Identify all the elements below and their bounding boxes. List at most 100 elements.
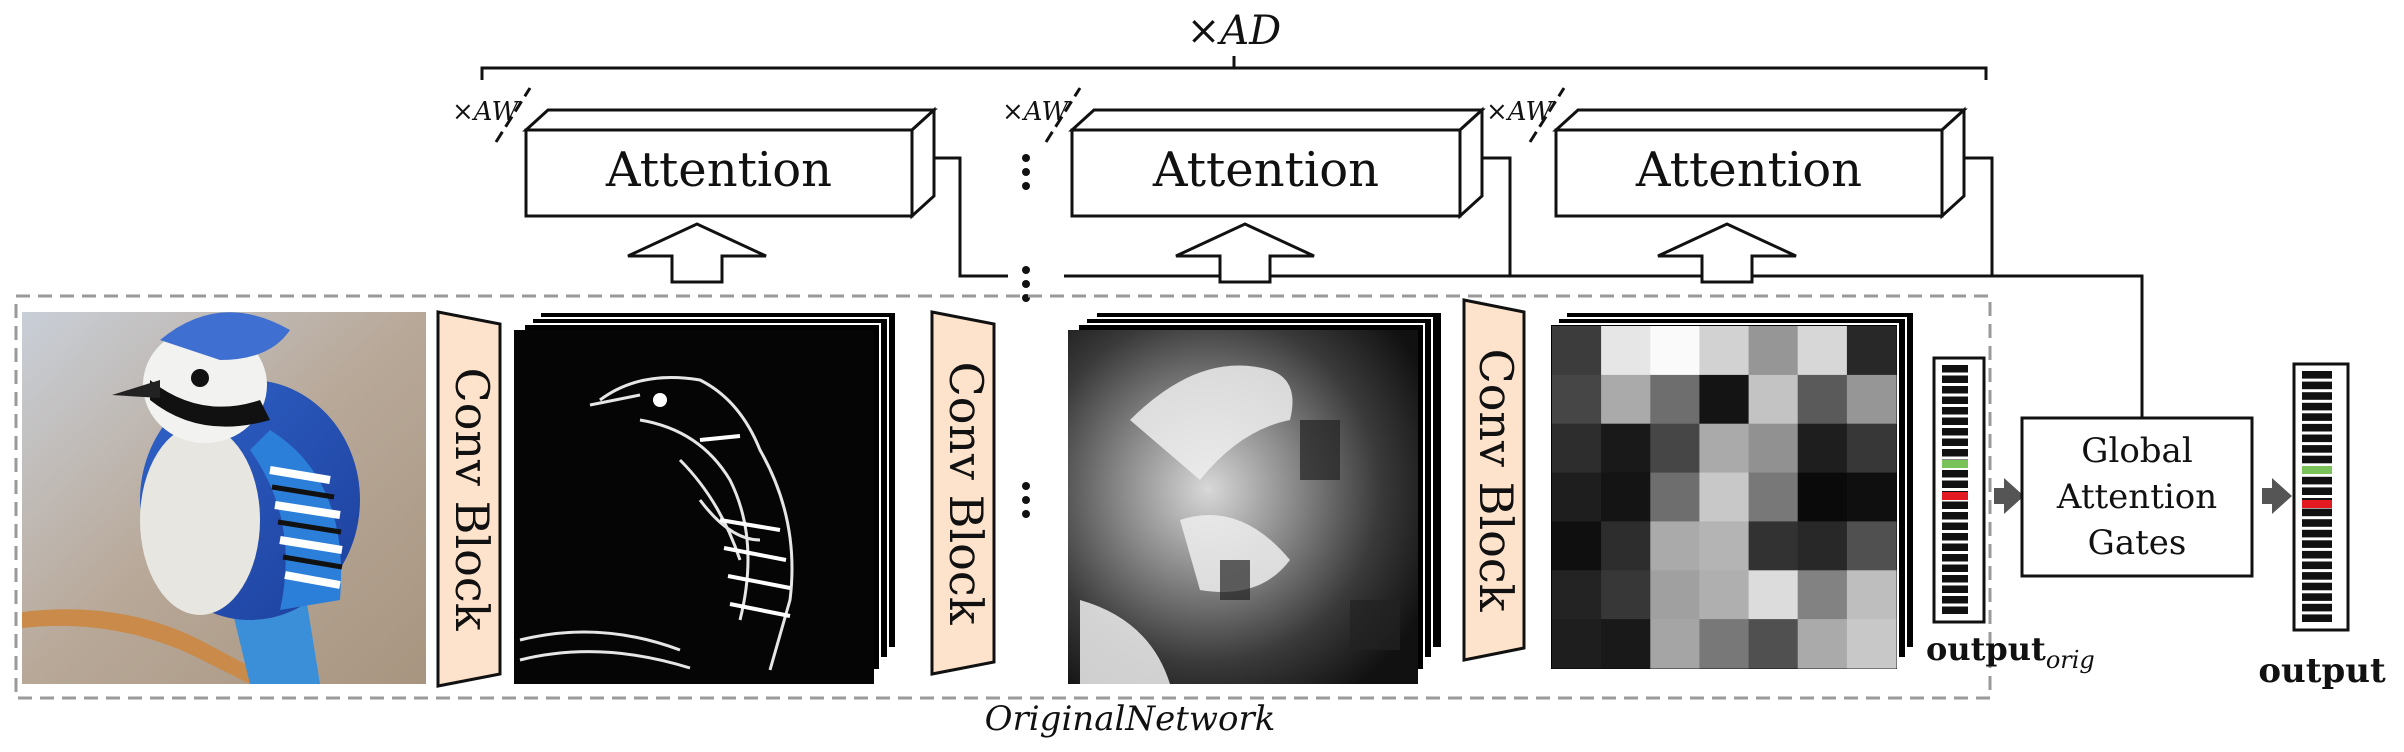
output-slot [2302,445,2332,453]
ellipsis-connector [1022,266,1030,302]
output-slot [1942,543,1968,551]
original-network-label: OriginalNetwork [985,699,1276,739]
output-slot [1942,375,1968,383]
output-slot [1942,365,1968,373]
heatmap-cell [1797,570,1848,620]
conv-block-3: Conv Block [1462,298,1526,662]
heatmap-cell [1846,326,1897,376]
heatmap-cell [1601,326,1651,376]
depth-brace [480,56,1988,80]
attention-block-3: Attention [1552,106,1968,220]
output-slot [2302,540,2332,548]
output-vector [2292,362,2350,632]
heatmap-cell [1650,521,1700,571]
output-slot [1942,417,1968,425]
global-attention-gates: Global Attention Gates [2020,416,2254,578]
heatmap-cell [1552,423,1602,474]
conv-block-label: Conv Block [1469,349,1523,613]
repeat-width-marker-2: ×AW [1002,87,1082,143]
heatmap-cell [1601,521,1651,571]
output-slot [1942,533,1968,541]
output-slot [1942,386,1968,394]
output-slot [2302,593,2332,601]
output-slot [2302,413,2332,421]
output-slot [2302,476,2332,485]
conv-block-1: Conv Block [436,310,502,688]
feature-map-stack-3 [1549,311,1915,671]
output-slot [1942,575,1968,583]
attention-connectors [934,156,2144,418]
heatmap-cell [1797,374,1848,425]
heatmap-cell [1601,570,1651,620]
heatmap-cell [1797,423,1848,474]
heatmap-cell [1552,326,1602,376]
conv-block-label: Conv Block [445,368,499,632]
grey-arrow-2 [2262,478,2292,514]
output-label: output [2258,651,2386,691]
heatmap-cell [1748,619,1799,669]
heatmap-cell [1650,619,1700,669]
output-orig-label: outputorig [1926,630,2095,674]
output-slot [1942,585,1968,593]
attention-block-2: Attention [1068,106,1486,220]
output-orig-vector [1932,356,1986,624]
output-slot [2302,508,2332,517]
heatmap-cell [1650,570,1700,620]
conv-block-label: Conv Block [939,362,993,626]
heatmap-cell [1797,619,1848,669]
heatmap-cell [1748,472,1799,523]
heatmap-cell [1552,472,1602,523]
global-gates-line-2: Attention [2056,477,2217,517]
output-slot [2302,455,2332,464]
output-slot [2302,402,2332,411]
repeat-width-marker-1: ×AW [452,87,532,143]
output-slot [1942,512,1968,520]
global-gates-line-1: Global [2081,431,2192,471]
heatmap-grid [1552,326,1897,669]
output-slot [1942,501,1968,509]
output-slot [2302,582,2332,591]
output-slot [1942,438,1968,446]
heatmap-cell [1601,472,1651,523]
heatmap-cell [1601,374,1651,425]
output-slot [1942,606,1968,614]
heatmap-cell [1699,423,1750,474]
output-green-bar [2302,466,2332,474]
feature-map-stack-1 [514,311,897,684]
output-red-bar [2302,500,2332,508]
heatmap-cell [1846,521,1897,571]
heatmap-cell [1552,619,1602,669]
conv-block-2: Conv Block [930,310,996,676]
attention-label: Attention [1635,142,1862,198]
output-slot [2302,434,2332,443]
heatmap-cell [1650,423,1700,474]
heatmap-cell [1846,472,1897,523]
repeat-width-marker-3: ×AW [1486,87,1566,143]
heatmap-cell [1552,570,1602,620]
output-orig-red-bar [1942,492,1968,500]
output-slot [1942,554,1968,562]
output-slot [2302,550,2332,559]
heatmap-cell [1748,521,1799,571]
output-slot [2302,392,2332,400]
heatmap-cell [1650,472,1700,523]
attention-block-1: Attention [522,106,938,220]
heatmap-cell [1699,326,1750,376]
input-image [22,312,426,684]
ellipsis-attention [1022,154,1030,190]
output-slot [2302,572,2332,580]
svg-text:×AW: ×AW [452,97,521,127]
output-slot [1942,470,1968,478]
output-slot [2302,519,2332,527]
heatmap-cell [1846,374,1897,425]
up-arrow-2 [1175,222,1315,284]
global-gates-line-3: Gates [2088,523,2187,563]
heatmap-cell [1699,570,1750,620]
output-slot [1942,449,1968,457]
heatmap-cell [1748,570,1799,620]
output-slot [1942,396,1968,404]
heatmap-cell [1552,521,1602,571]
heatmap-cell [1846,619,1897,669]
output-slot [1942,407,1968,415]
